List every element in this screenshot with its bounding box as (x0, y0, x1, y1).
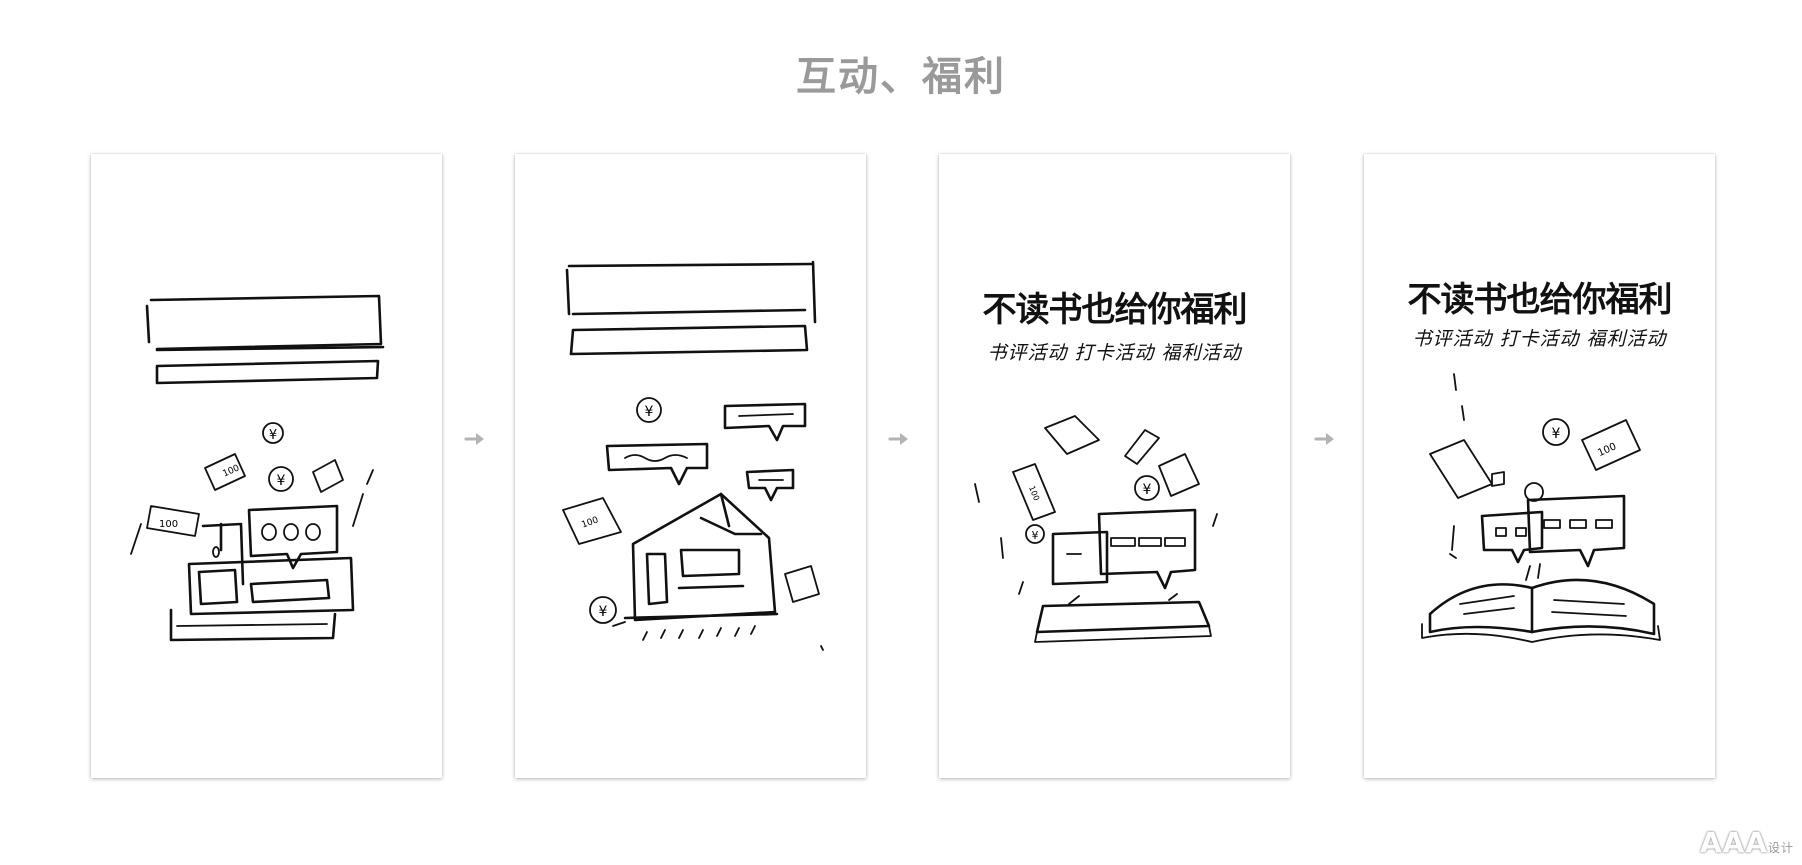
card-subheading: 书评活动 打卡活动 福利活动 (1412, 328, 1667, 350)
laptop-icon (623, 492, 779, 622)
card-heading: 不读书也给你福利 (1407, 280, 1673, 320)
watermark-text: AAA (1699, 826, 1768, 859)
sketch-card-4: 不读书也给你福利 书评活动 打卡活动 福利活动 100 ¥ (1364, 154, 1715, 778)
banknote-icon (784, 565, 820, 603)
coin-icon: ¥ (268, 466, 294, 492)
sketch-card-1: ¥ ¥ 100 100 (91, 154, 442, 778)
svg-text:100: 100 (1027, 485, 1041, 503)
sketch-illustration-3: 100 ¥ ¥ (974, 415, 1218, 643)
banknote-icon (312, 459, 344, 493)
banknote-icon: 100 (1012, 463, 1056, 521)
speech-bubble-icon (723, 402, 807, 442)
svg-text:100: 100 (580, 515, 600, 530)
svg-text:¥: ¥ (1143, 482, 1152, 498)
coin-icon: ¥ (1025, 524, 1045, 544)
banknote-icon (1429, 439, 1493, 499)
watermark-tag: 设计 (1767, 841, 1794, 855)
banknote-icon: 100 (204, 453, 246, 491)
sketch-illustration-2: ¥ ¥ 100 (562, 260, 824, 651)
svg-text:¥: ¥ (1032, 529, 1039, 542)
open-book-icon (1421, 563, 1661, 643)
speech-bubble-icon (1526, 494, 1626, 568)
svg-text:¥: ¥ (1552, 426, 1561, 442)
sketch-illustration-1: ¥ ¥ 100 100 (130, 294, 385, 642)
speech-bubble-icon (745, 468, 795, 502)
banknote-icon: 100 (1581, 419, 1641, 471)
banknote-icon (1124, 429, 1160, 465)
arrow-right-icon (888, 433, 908, 445)
card-subheading: 书评活动 打卡活动 福利活动 (987, 342, 1242, 364)
svg-text:¥: ¥ (277, 473, 286, 489)
arrow-right-icon (1314, 433, 1334, 445)
svg-text:100: 100 (1596, 441, 1618, 459)
speech-bubble-icon (605, 442, 709, 486)
svg-text:100: 100 (159, 519, 178, 530)
screen-icon (1051, 530, 1109, 586)
coin-icon: ¥ (589, 596, 617, 624)
coin-icon: ¥ (1134, 475, 1160, 501)
card-heading: 不读书也给你福利 (982, 290, 1248, 330)
banknote-icon: 100 (562, 497, 622, 545)
banknote-icon: 100 (146, 505, 200, 537)
sketch-illustration-4: 100 ¥ (1421, 373, 1661, 643)
svg-text:¥: ¥ (269, 428, 277, 443)
sketch-card-2: ¥ ¥ 100 (515, 154, 866, 778)
coin-icon: ¥ (262, 422, 284, 444)
svg-text:100: 100 (221, 463, 241, 479)
banknote-icon (1044, 415, 1100, 455)
page-title: 互动、福利 (796, 54, 1006, 100)
speech-bubble-icon (1480, 510, 1544, 564)
speech-bubble-icon (1097, 508, 1197, 590)
svg-text:¥: ¥ (599, 604, 608, 620)
watermark-logo: AAA设计 (1700, 826, 1794, 859)
coin-icon (1524, 482, 1544, 502)
coin-icon: ¥ (636, 397, 662, 423)
banknote-icon (1158, 453, 1200, 497)
svg-text:¥: ¥ (645, 404, 654, 420)
arrow-right-icon (464, 433, 484, 445)
sketch-card-3: 不读书也给你福利 书评活动 打卡活动 福利活动 100 ¥ ¥ (939, 154, 1290, 778)
coin-icon: ¥ (1542, 418, 1570, 446)
